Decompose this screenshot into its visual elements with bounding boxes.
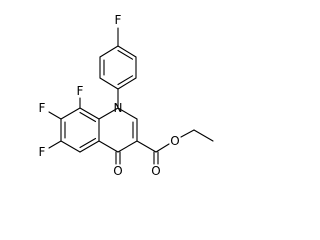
bond-c5-c4a <box>79 140 100 153</box>
bond-c8a-n1 <box>98 107 119 120</box>
bond-c-ester-o-ether <box>155 143 170 153</box>
bond-n1-c2 <box>117 107 138 120</box>
bond-c4p-c5p-inner <box>117 75 134 86</box>
bond-c8a-c8-inner <box>79 111 97 123</box>
bond-c6p-c1p <box>117 45 137 58</box>
quinolone-structure-diagram: F N F F F O O O <box>39 13 214 178</box>
atom-o-ester-carbonyl: O <box>151 164 160 178</box>
bond-c6-c5 <box>60 140 81 153</box>
atom-f-para: F <box>115 13 122 27</box>
bond-c7-f7 <box>48 111 62 120</box>
bond-o-ether-ch2 <box>180 129 195 138</box>
atom-n1: N <box>114 101 123 115</box>
bond-c1p-c2p <box>99 45 119 58</box>
bond-c6-f6 <box>48 140 62 149</box>
bond-c8a-c8 <box>79 107 100 120</box>
bond-c3p-c4p <box>99 77 119 90</box>
atom-f7: F <box>39 101 46 115</box>
bond-lines <box>48 27 214 165</box>
bond-c5-c4a-inner <box>79 137 97 149</box>
bond-c4-c4a <box>98 140 119 153</box>
bond-c6p-c1p-inner <box>117 49 134 60</box>
atom-f6: F <box>39 145 46 159</box>
bond-c3-c-ester <box>136 140 157 153</box>
atom-o-ester-ether: O <box>170 134 179 148</box>
atom-o-keto: O <box>113 164 122 178</box>
bond-ch2-ch3 <box>193 129 214 142</box>
bond-c8-c7 <box>60 107 81 120</box>
bond-c4p-c5p <box>117 77 137 90</box>
atom-f8: F <box>77 84 84 98</box>
bond-c3-c4 <box>117 140 138 153</box>
atom-labels: F N F F F O O O <box>39 13 180 178</box>
